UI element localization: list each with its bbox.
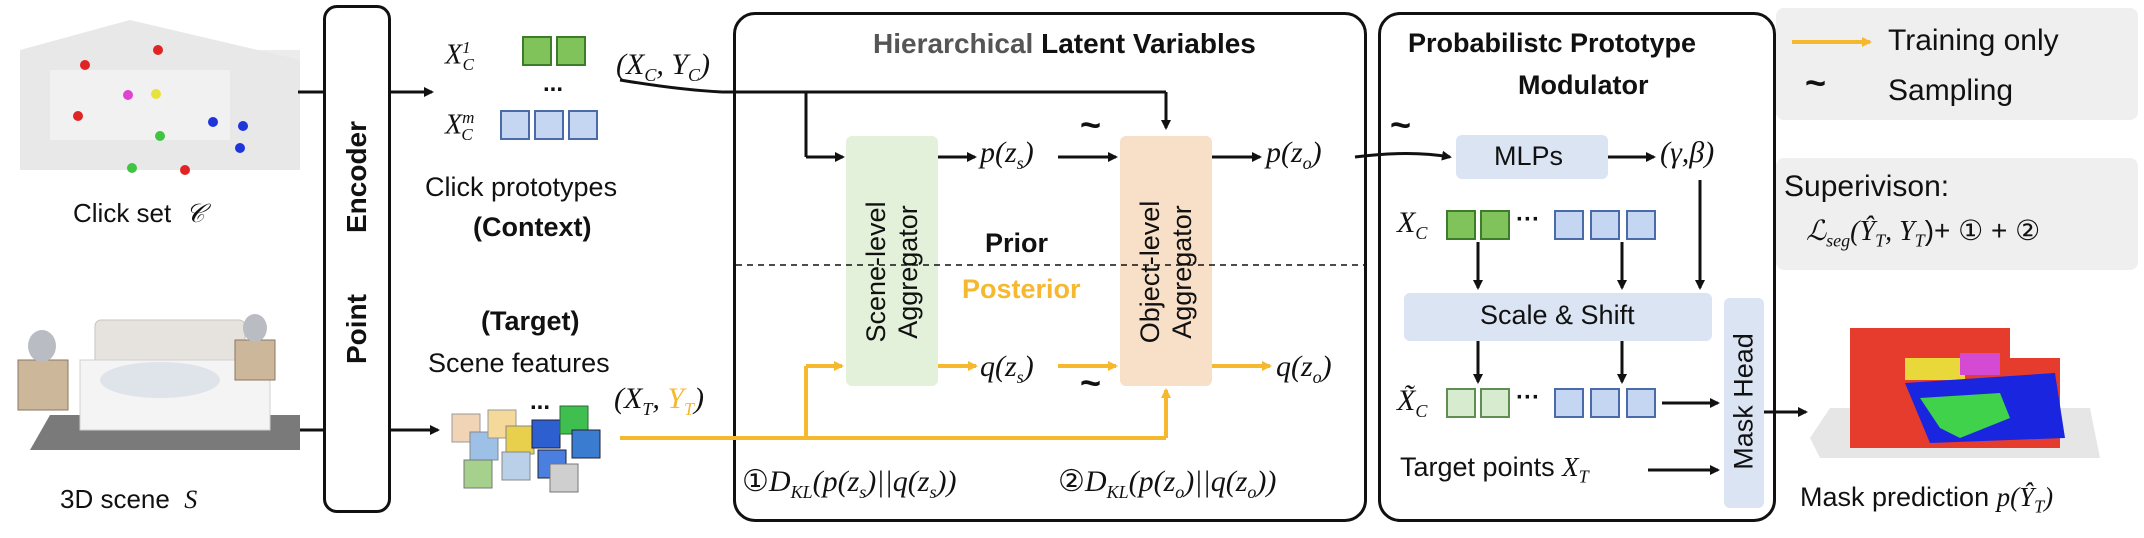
scale-shift-label: Scale & Shift bbox=[1480, 300, 1635, 330]
xct-green-1 bbox=[1446, 388, 1476, 418]
sampling-legend-icon: ~ bbox=[1805, 62, 1827, 103]
kl-term-2: ②DKL(p(zo)||q(zo)) bbox=[1058, 465, 1277, 502]
scale-shift-box[interactable] bbox=[1404, 293, 1712, 341]
target-points-label: Target points XT bbox=[1400, 452, 1589, 487]
xct-blue-3 bbox=[1626, 388, 1656, 418]
legend-panel bbox=[1776, 8, 2138, 120]
posterior-label: Posterior bbox=[962, 274, 1081, 304]
click-prototypes-label: Click prototypes bbox=[425, 172, 618, 202]
xc-green-1 bbox=[1446, 210, 1476, 240]
q-zo-label: q(zo) bbox=[1276, 350, 1332, 387]
point-encoder-block bbox=[323, 5, 391, 513]
target-label-bold: (Target) bbox=[481, 306, 580, 336]
xct-green-2 bbox=[1480, 388, 1510, 418]
mlps-label: MLPs bbox=[1494, 141, 1564, 171]
click-set-image bbox=[10, 10, 310, 190]
xc-label: XC bbox=[1397, 206, 1428, 243]
scene-features-tiles bbox=[450, 400, 620, 495]
scene-features-label: Scene features bbox=[428, 348, 610, 378]
prototype-modulator-block bbox=[1378, 12, 1776, 522]
mask-prediction-illustration bbox=[1810, 328, 2100, 458]
xct-dots: ··· bbox=[1516, 384, 1540, 411]
context-pair-label: (XC, YC) bbox=[616, 48, 711, 85]
sampling-icon-1: ~ bbox=[1080, 104, 1102, 145]
xc-green-2 bbox=[1480, 210, 1510, 240]
xc-blue-2 bbox=[1590, 210, 1620, 240]
prototype-dots: ... bbox=[543, 70, 564, 97]
xc-dots: ··· bbox=[1516, 206, 1540, 233]
supervision-title: Superivison: bbox=[1784, 170, 1950, 203]
xct-blue-2 bbox=[1590, 388, 1620, 418]
p-zs-label: p(zs) bbox=[980, 136, 1034, 173]
scene-label: 3D scene S bbox=[60, 484, 198, 514]
object-level-aggregator[interactable] bbox=[1120, 136, 1212, 386]
sampling-icon-3: ~ bbox=[1390, 104, 1412, 145]
q-zs-label: q(zs) bbox=[980, 350, 1034, 387]
mlps-box[interactable] bbox=[1456, 135, 1608, 179]
mask-head-box[interactable] bbox=[1724, 298, 1764, 508]
supervision-formula: ℒseg(ŶT, YT)+ ① + ② bbox=[1806, 215, 2041, 251]
prototype-blue-1 bbox=[500, 110, 530, 140]
p-zo-label: p(zo) bbox=[1266, 136, 1322, 173]
click-set-label: Click set 𝒞 bbox=[73, 198, 205, 228]
target-pair-label: (XT, YT) bbox=[614, 382, 705, 419]
xct-blue-1 bbox=[1554, 388, 1584, 418]
prototype-blue-2 bbox=[534, 110, 564, 140]
modulator-title-1: Probabilistc Prototype bbox=[1408, 28, 1697, 58]
latent-title: Hierarchical Latent Variables bbox=[873, 28, 1256, 59]
prototype-xc1-label: X1C bbox=[445, 38, 474, 74]
supervision-panel bbox=[1776, 158, 2138, 270]
scene-features-dots: ... bbox=[530, 388, 551, 415]
sampling-legend-label: Sampling bbox=[1888, 74, 2014, 107]
scene-image bbox=[10, 300, 310, 470]
xc-blue-1 bbox=[1554, 210, 1584, 240]
latent-variables-block bbox=[733, 12, 1367, 522]
xc-blue-3 bbox=[1626, 210, 1656, 240]
prototype-blue-3 bbox=[568, 110, 598, 140]
modulator-title-2: Modulator bbox=[1518, 70, 1649, 100]
context-label: (Context) bbox=[473, 212, 592, 242]
training-only-label: Training only bbox=[1888, 24, 2059, 57]
prototype-green-1 bbox=[522, 36, 552, 66]
mask-prediction-image bbox=[1810, 318, 2100, 468]
scene-illustration bbox=[17, 314, 300, 450]
click-set-illustration bbox=[20, 20, 300, 175]
prior-label: Prior bbox=[985, 228, 1049, 258]
sampling-icon-2: ~ bbox=[1080, 362, 1102, 403]
mask-prediction-label: Mask prediction p(ŶT) bbox=[1800, 482, 2054, 517]
prototype-green-2 bbox=[556, 36, 586, 66]
xc-tilde-label: X̃C bbox=[1397, 384, 1428, 421]
scene-level-aggregator[interactable] bbox=[846, 136, 938, 386]
gamma-beta-label: (γ,β) bbox=[1660, 136, 1715, 169]
kl-term-1: ①DKL(p(zs)||q(zs)) bbox=[742, 465, 957, 502]
prototype-xcm-label: XmC bbox=[445, 108, 475, 144]
